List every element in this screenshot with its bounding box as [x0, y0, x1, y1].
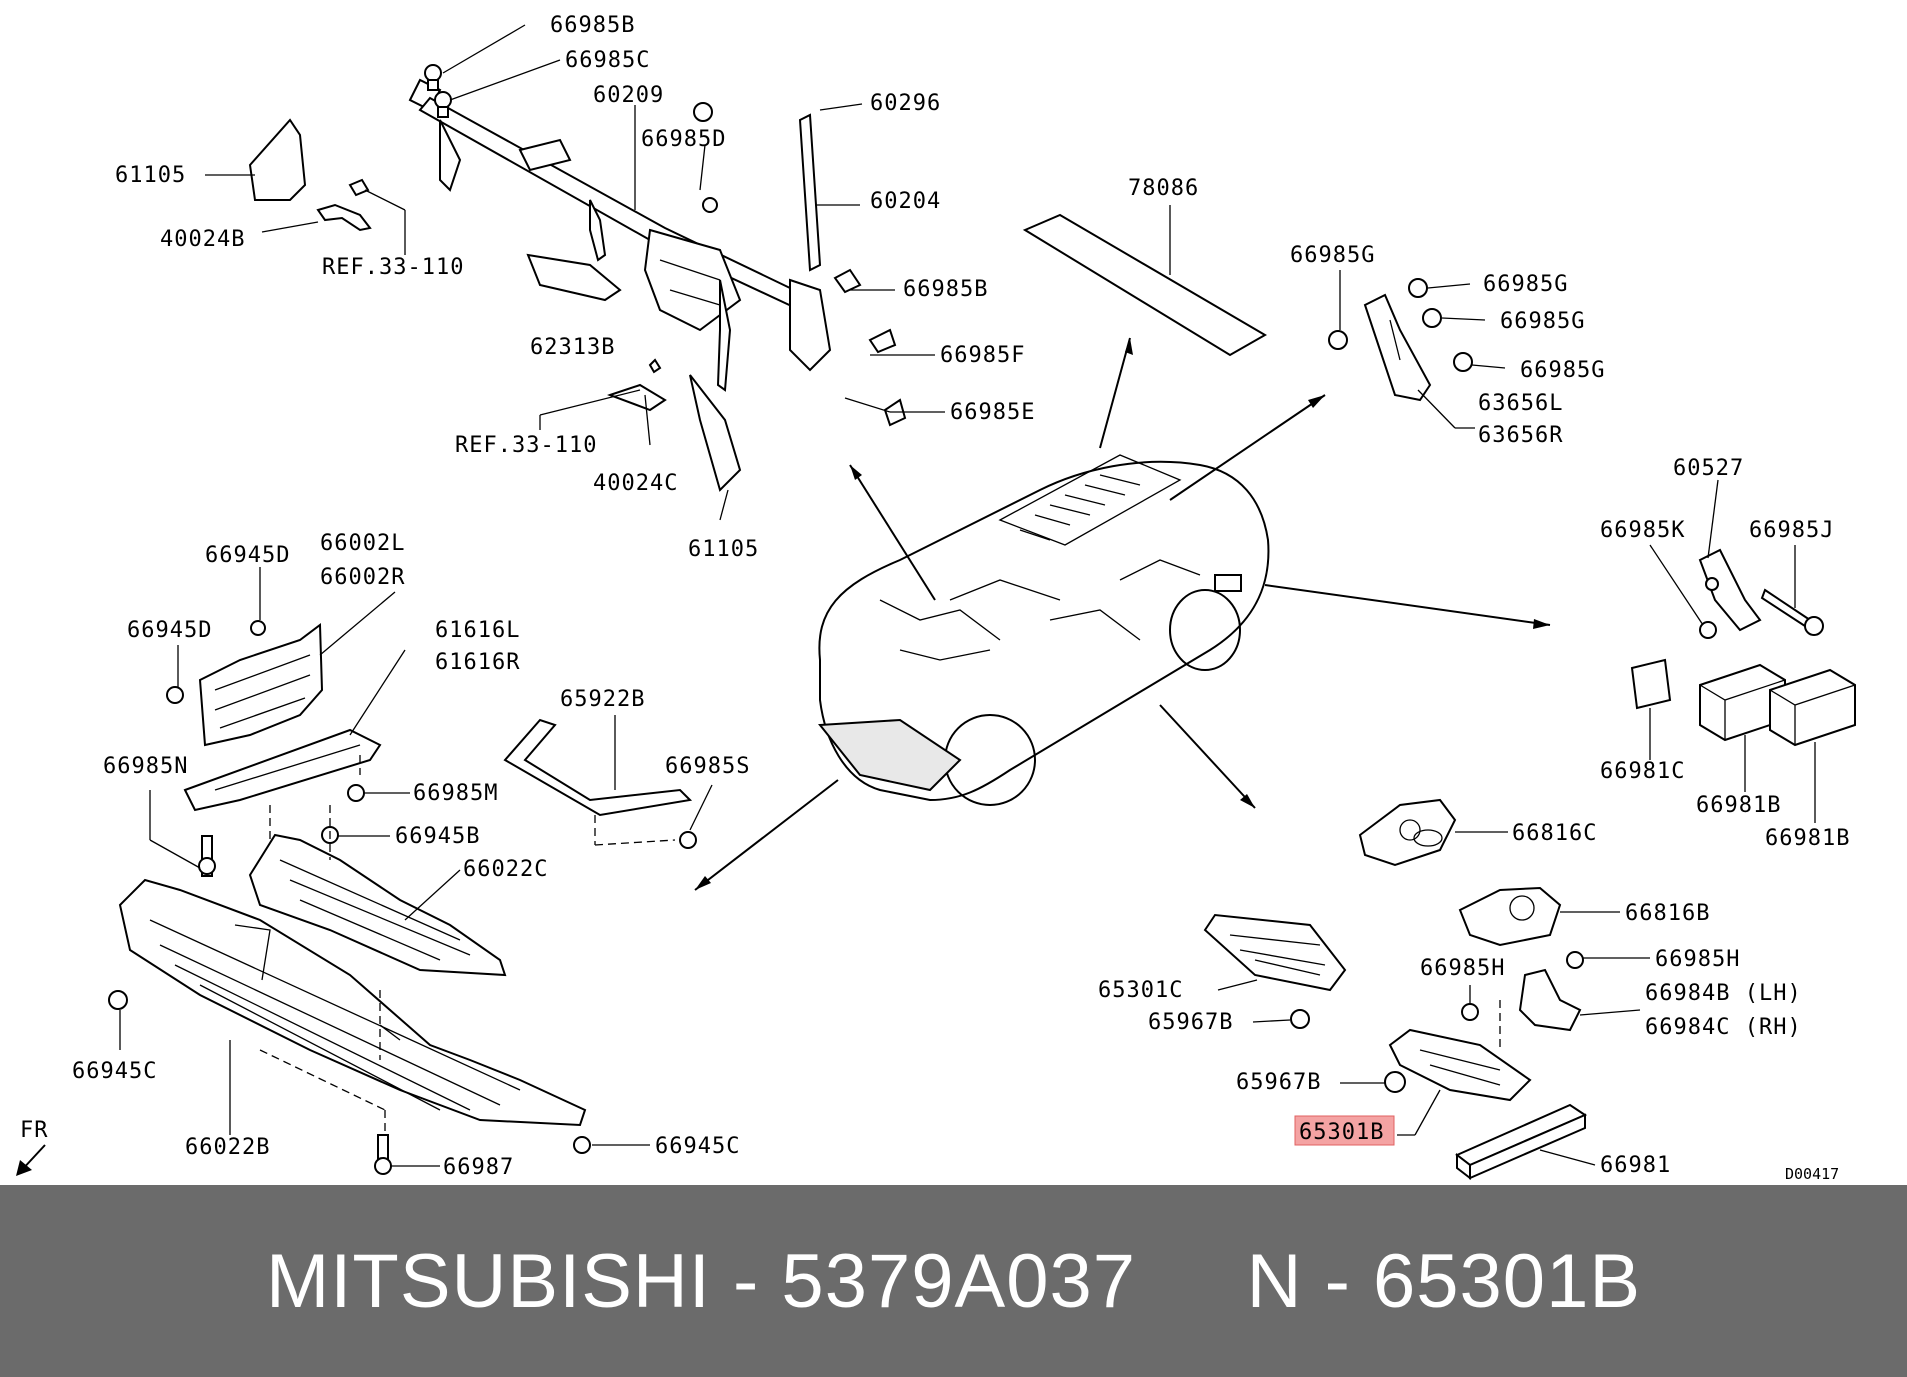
label-65967b-a: 65967B — [1148, 1010, 1233, 1035]
label-66985g-b: 66985G — [1483, 272, 1568, 297]
label-66985e: 66985E — [950, 400, 1035, 425]
label-66985b-mid: 66985B — [903, 277, 988, 302]
part-65301b-cover: 65967B 65301B — [1236, 1028, 1532, 1146]
part-78086-pad: 78086 — [1022, 176, 1267, 357]
label-66984b: 66984B (LH) — [1645, 981, 1802, 1006]
label-65922b: 65922B — [560, 687, 645, 712]
label-66945d-b: 66945D — [127, 618, 212, 643]
label-63656l: 63656L — [1478, 391, 1563, 416]
label-60527: 60527 — [1673, 456, 1744, 481]
insulator-blocks: 66981C 66981B 66981B — [1600, 658, 1856, 851]
label-66022b: 66022B — [185, 1135, 270, 1160]
label-40024c: 40024C — [593, 471, 678, 496]
part-61616-bracket: 61616L 61616R — [183, 618, 520, 860]
label-ref-mid: REF.33-110 — [455, 433, 597, 458]
label-66985f: 66985F — [940, 343, 1025, 368]
label-40024b: 40024B — [160, 227, 245, 252]
label-66985k: 66985K — [1600, 518, 1685, 543]
fr-label: FR — [20, 1118, 49, 1143]
part-66981-block: 66981 — [1455, 1103, 1671, 1181]
label-66945b: 66945B — [395, 824, 480, 849]
footer-part-number: MITSUBISHI - 5379A037 N - 65301B — [265, 1238, 1642, 1324]
part-66002-deflector: 66945D 66002L 66002R 66945D — [127, 531, 405, 747]
label-66985g-d: 66985G — [1520, 358, 1605, 383]
label-66002l: 66002L — [320, 531, 405, 556]
label-66984c: 66984C (RH) — [1645, 1015, 1802, 1040]
part-65301c-cover: 65301C 65967B — [1098, 913, 1347, 1035]
label-66981b-b: 66981B — [1765, 826, 1850, 851]
side-brackets-top — [248, 118, 742, 492]
label-65301b: 65301B — [1299, 1120, 1384, 1145]
label-66816c: 66816C — [1512, 821, 1597, 846]
label-66985c: 66985C — [565, 48, 650, 73]
label-66945c-a: 66945C — [72, 1059, 157, 1084]
label-66985m: 66985M — [413, 781, 498, 806]
steering-support-member — [408, 64, 907, 427]
label-65301c: 65301C — [1098, 978, 1183, 1003]
label-66985b-top: 66985B — [550, 13, 635, 38]
label-78086: 78086 — [1128, 176, 1199, 201]
label-66945d-a: 66945D — [205, 543, 290, 568]
label-61616r: 61616R — [435, 650, 520, 675]
label-63656r: 63656R — [1478, 423, 1563, 448]
label-61616l: 61616L — [435, 618, 520, 643]
label-66985n: 66985N — [103, 754, 188, 779]
parts-diagram: 66985B 66985C 60209 60296 66985D 60204 6… — [16, 13, 1856, 1183]
part-66022b-undercover: 66985N 66945C 66022B 66987 66945C — [72, 754, 740, 1180]
label-65967b-b: 65967B — [1236, 1070, 1321, 1095]
label-66985h-a: 66985H — [1655, 947, 1740, 972]
highlight-box-65301b — [1294, 1115, 1395, 1146]
leaders-top — [205, 24, 945, 521]
label-66985h-b: 66985H — [1420, 956, 1505, 981]
part-60527-bracket: 60527 66985K 66985J — [1600, 456, 1834, 639]
label-66981c: 66981C — [1600, 759, 1685, 784]
label-66985s: 66985S — [665, 754, 750, 779]
label-66945c-b: 66945C — [655, 1134, 740, 1159]
footer-bar: MITSUBISHI - 5379A037 N - 65301B — [0, 1185, 1907, 1377]
exploded-view-drawing: 66985B 66985C 60209 60296 66985D 60204 6… — [16, 13, 1856, 1183]
labels-top: 66985B 66985C 60209 60296 66985D 60204 6… — [115, 13, 1035, 562]
label-ref-top: REF.33-110 — [322, 255, 464, 280]
drawing-code: D00417 — [1785, 1165, 1839, 1183]
direction-arrows — [694, 337, 1551, 891]
vehicle-outline — [818, 454, 1270, 806]
part-63656-bracket: 66985G 66985G 66985G 66985G 63656L 63656… — [1290, 243, 1605, 448]
label-60204: 60204 — [870, 189, 941, 214]
label-66816b: 66816B — [1625, 901, 1710, 926]
label-66022c: 66022C — [463, 857, 548, 882]
part-66022c-cover: 66985M 66945B 66022C — [248, 781, 548, 977]
label-61105-mid: 61105 — [688, 537, 759, 562]
label-66985g-c: 66985G — [1500, 309, 1585, 334]
label-60296: 60296 — [870, 91, 941, 116]
label-60209: 60209 — [593, 83, 664, 108]
label-66981b-a: 66981B — [1696, 793, 1781, 818]
label-66987: 66987 — [443, 1155, 514, 1180]
label-66985d: 66985D — [641, 127, 726, 152]
label-66981: 66981 — [1600, 1153, 1671, 1178]
label-66002r: 66002R — [320, 565, 405, 590]
front-direction-indicator: FR — [16, 1118, 49, 1176]
label-61105-left: 61105 — [115, 163, 186, 188]
label-66985g-a: 66985G — [1290, 243, 1375, 268]
part-65922b-brace: 65922B 66985S — [503, 687, 750, 849]
part-66984-bracket: 66985H 66985H 66984B (LH) 66984C (RH) — [1420, 947, 1802, 1050]
label-66985j: 66985J — [1749, 518, 1834, 543]
heat-pans: 66816C 66816B — [1358, 798, 1710, 947]
label-62313b: 62313B — [530, 335, 615, 360]
